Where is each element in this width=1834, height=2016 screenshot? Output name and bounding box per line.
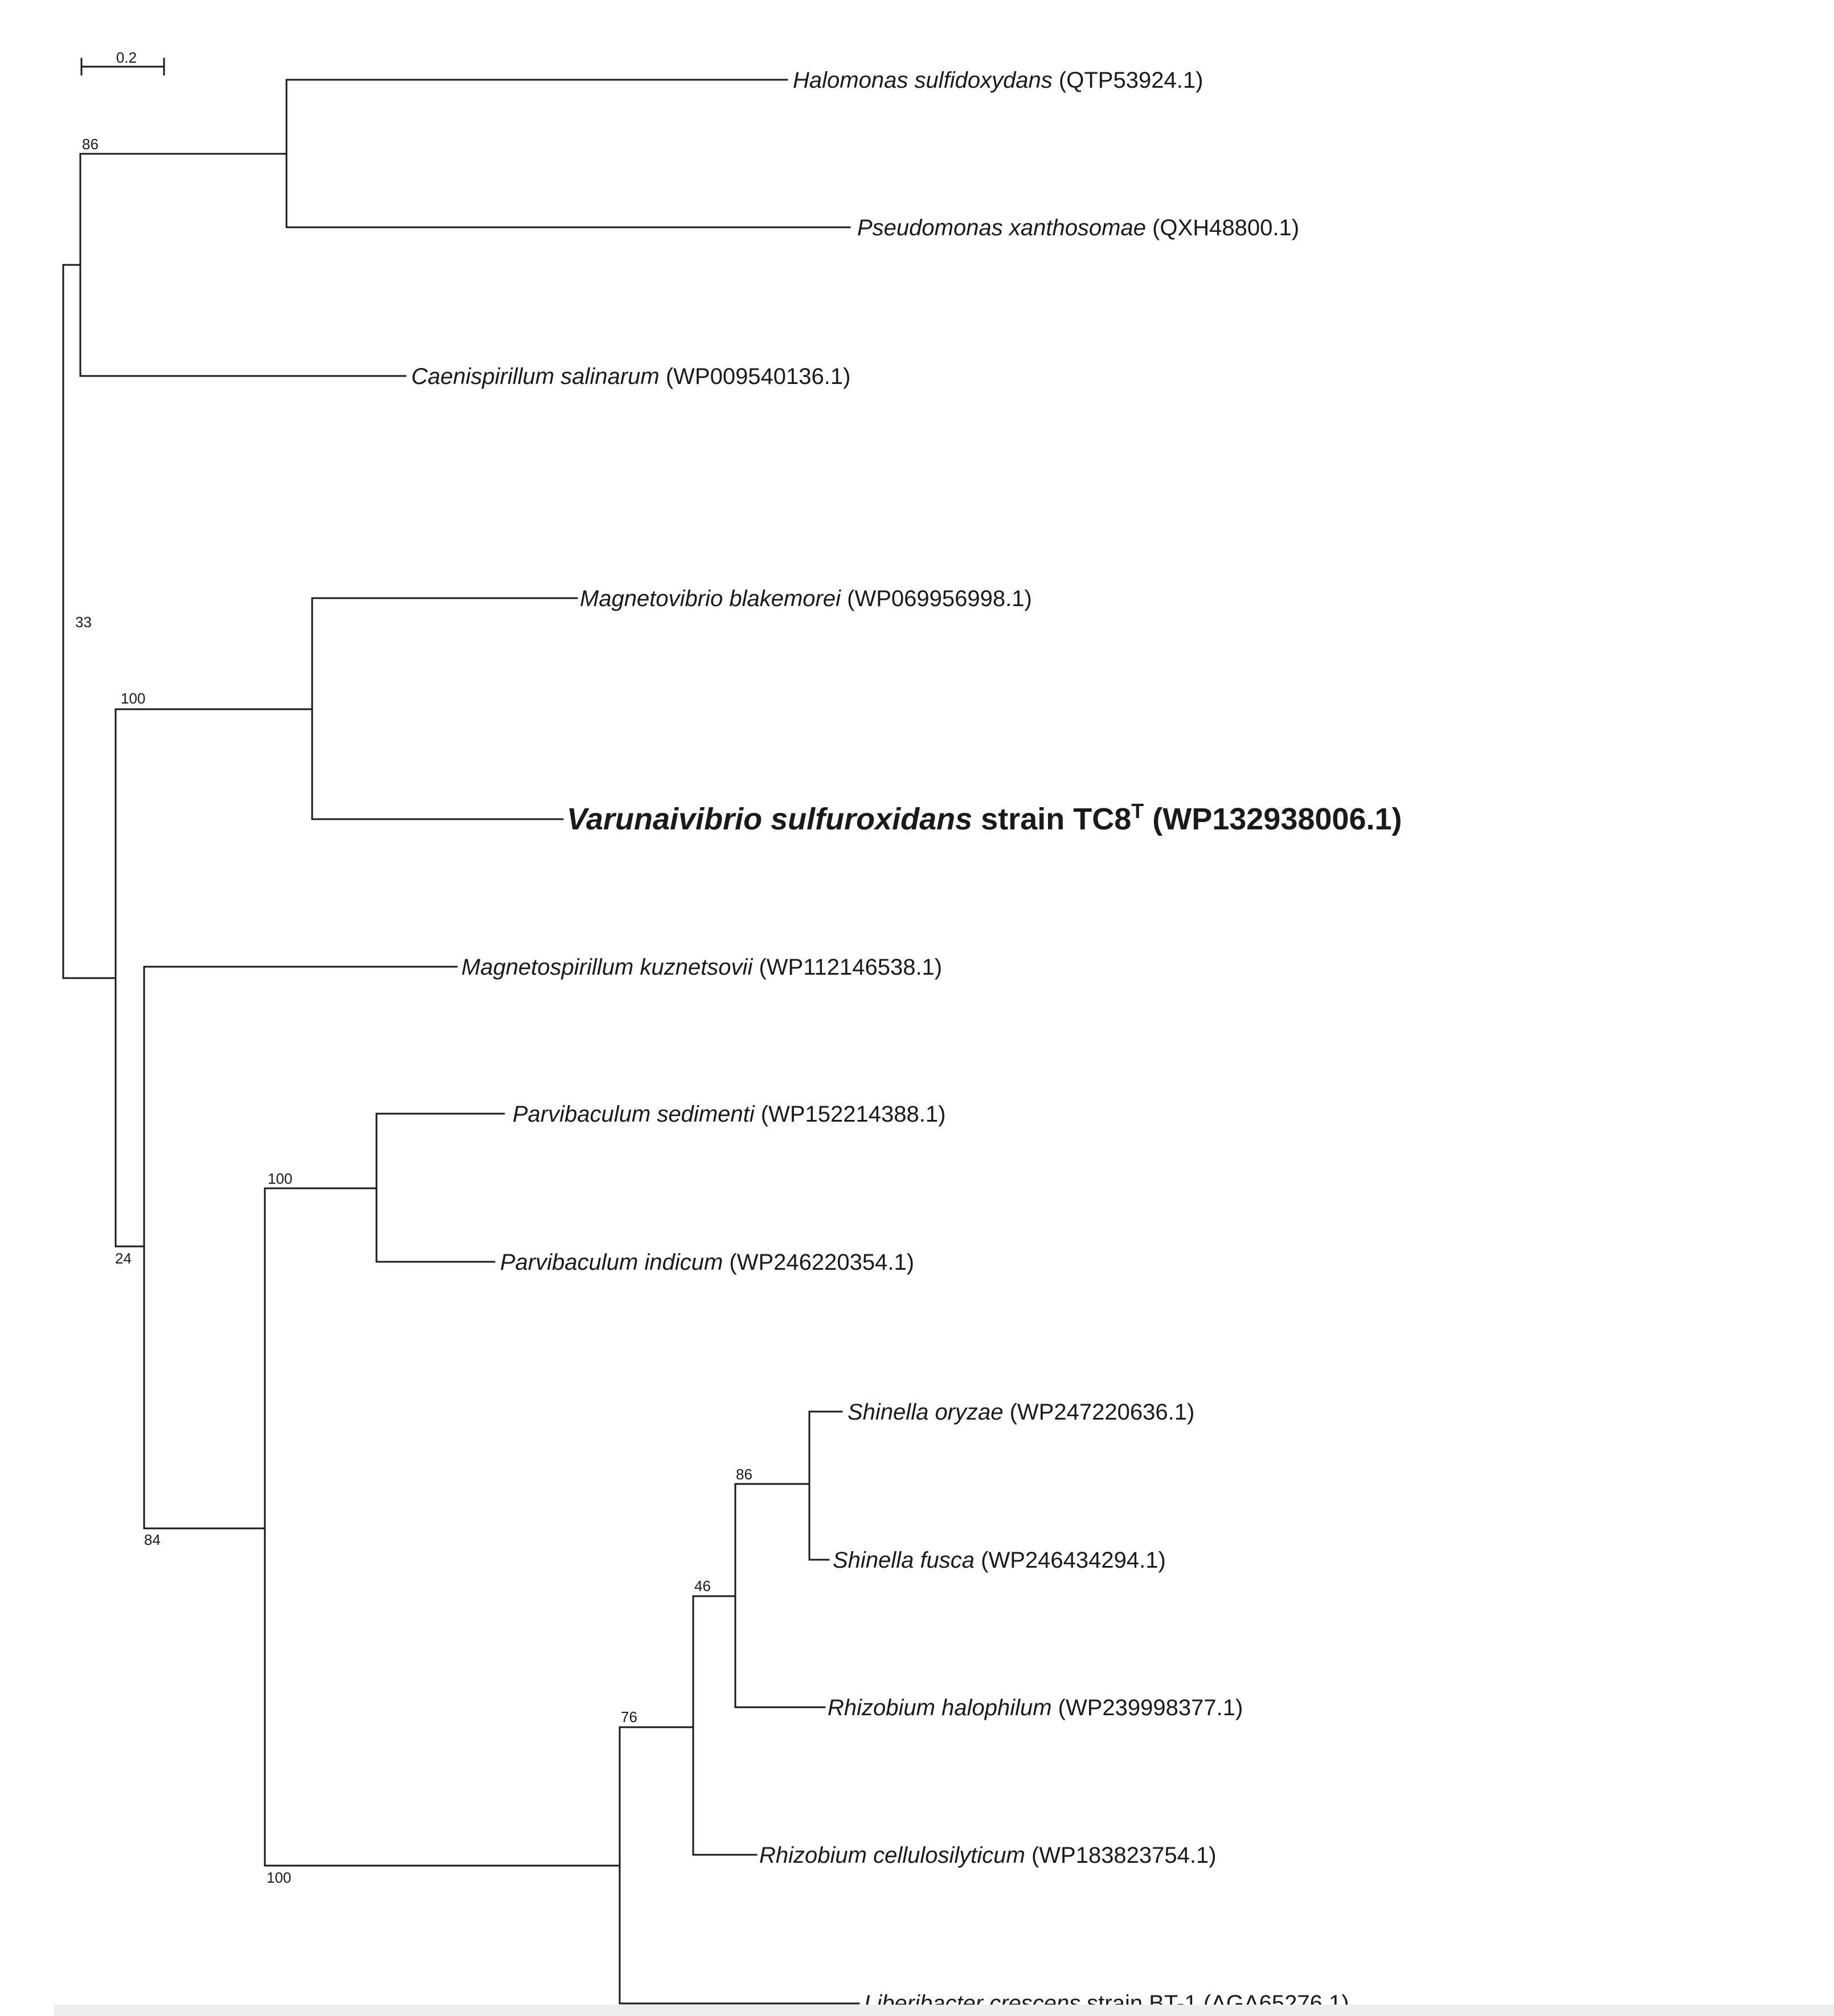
scale-bar-label: 0.2: [116, 49, 137, 66]
support-value: 100: [121, 690, 145, 707]
support-value: 84: [144, 1531, 161, 1548]
type-strain-superscript: T: [1131, 799, 1144, 823]
leaf-label-pseudomonas: Pseudomonas xanthosomae (QXH48800.1): [857, 215, 1299, 240]
leaf-label-caenispirillum: Caenispirillum salinarum (WP009540136.1): [411, 364, 850, 389]
leaf-label-shinella-oryzae: Shinella oryzae (WP247220636.1): [848, 1400, 1194, 1425]
bottom-scroll-strip: [54, 2005, 1834, 2016]
leaf-label-parvibaculum-sedimenti: Parvibaculum sedimenti (WP152214388.1): [513, 1102, 945, 1127]
support-value: 86: [82, 136, 99, 153]
support-value: 86: [736, 1466, 752, 1483]
leaf-label-magnetovibrio: Magnetovibrio blakemorei (WP069956998.1): [580, 586, 1032, 611]
leaf-label-rhizobium-halophilum: Rhizobium halophilum (WP239998377.1): [828, 1695, 1243, 1720]
scale-bar: 0.2: [80, 49, 165, 76]
support-value: 33: [75, 614, 92, 631]
leaf-label-halomonas: Halomonas sulfidoxydans (QTP53924.1): [793, 68, 1203, 93]
leaf-labels: Halomonas sulfidoxydans (QTP53924.1) Pse…: [411, 68, 1402, 2016]
leaf-label-shinella-fusca: Shinella fusca (WP246434294.1): [833, 1548, 1166, 1573]
leaf-label-magnetospirillum: Magnetospirillum kuznetsovii (WP11214653…: [461, 955, 942, 980]
tree-branches: [62, 79, 860, 2005]
support-value: 100: [267, 1869, 291, 1886]
leaf-label-rhizobium-cellulosilyticum: Rhizobium cellulosilyticum (WP183823754.…: [759, 1843, 1217, 1868]
leaf-label-parvibaculum-indicum: Parvibaculum indicum (WP246220354.1): [500, 1250, 914, 1275]
support-value: 24: [115, 1250, 132, 1267]
support-values: 86 33 100 24 100 84 86 46 76 100: [75, 136, 752, 1886]
leaf-label-varunaivibrio: Varunaivibrio sulfuroxidans strain TC8T …: [567, 799, 1402, 836]
support-value: 46: [694, 1577, 711, 1594]
support-value: 100: [268, 1170, 292, 1187]
support-value: 76: [621, 1708, 637, 1725]
